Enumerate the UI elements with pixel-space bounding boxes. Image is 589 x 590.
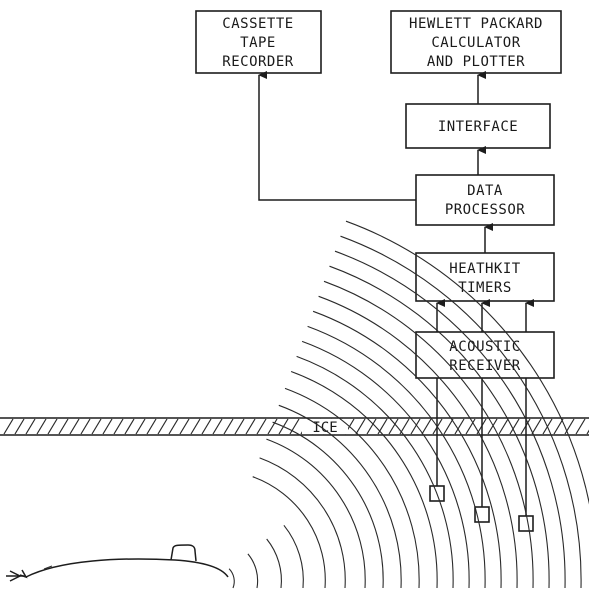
ice-hatch-line: [202, 419, 211, 434]
acoustic-wavefronts: [229, 221, 589, 588]
ice-hatch-line: [565, 419, 574, 434]
interface-label: INTERFACE: [438, 119, 518, 135]
wavefront-arc: [291, 372, 437, 589]
wavefront-arc: [266, 439, 365, 588]
acoustic-receiver-block: ACOUSTIC RECEIVER: [416, 332, 554, 378]
heathkit-timers-block: HEATHKIT TIMERS: [416, 253, 554, 301]
ice-hatch-line: [180, 419, 189, 434]
ice-hatch-line: [499, 419, 508, 434]
ice-hatch-line: [411, 419, 420, 434]
data-processor-block: DATA PROCESSOR: [416, 175, 554, 225]
ice-layer: ICE: [0, 418, 589, 436]
ice-hatch-line: [59, 419, 68, 434]
ice-hatch-line: [147, 419, 156, 434]
submarine-icon: [6, 545, 228, 581]
cassette-label-line-2: TAPE: [240, 35, 276, 51]
cassette-label-line-1: CASSETTE: [222, 16, 293, 32]
ice-hatch-line: [576, 419, 585, 434]
ice-hatch-line: [213, 419, 222, 434]
processor-label-line-2: PROCESSOR: [445, 202, 525, 218]
ice-hatch-line: [444, 419, 453, 434]
ice-hatch-line: [554, 419, 563, 434]
ice-hatch-line: [169, 419, 178, 434]
ice-hatch-line: [235, 419, 244, 434]
cassette-tape-recorder-block: CASSETTE TAPE RECORDER: [196, 11, 321, 73]
timers-label-line-2: TIMERS: [458, 280, 512, 296]
ice-hatch-line: [26, 419, 35, 434]
hp-label-line-3: AND PLOTTER: [427, 54, 525, 70]
wavefront-arc: [229, 569, 234, 588]
ice-hatch-line: [488, 419, 497, 434]
ice-hatch-line: [268, 419, 277, 434]
calculator-plotter-block: HEWLETT PACKARD CALCULATOR AND PLOTTER: [391, 11, 561, 73]
wavefront-arc: [267, 539, 282, 588]
receiver-label-line-2: RECEIVER: [449, 358, 521, 374]
cassette-label-line-3: RECORDER: [222, 54, 294, 70]
ice-hatch-line: [15, 419, 24, 434]
arrow-processor-to-cassette: [259, 75, 416, 200]
hydrophone-array: [430, 378, 533, 531]
ice-label: ICE: [312, 420, 337, 436]
ice-hatch-line: [257, 419, 266, 434]
ice-hatch-line: [367, 419, 376, 434]
wavefront-arc: [273, 422, 384, 588]
ice-hatch-line: [136, 419, 145, 434]
interface-block: INTERFACE: [406, 104, 550, 148]
ice-hatch-line: [224, 419, 233, 434]
ice-hatch-line: [466, 419, 475, 434]
wavefront-arc: [284, 525, 303, 588]
ice-hatching: [4, 419, 589, 434]
wavefront-arc: [330, 266, 550, 588]
ice-hatch-line: [191, 419, 200, 434]
ice-hatch-line: [92, 419, 101, 434]
ice-hatch-line: [103, 419, 112, 434]
hydrophone-3: [519, 516, 533, 531]
ice-hatch-line: [4, 419, 13, 434]
ice-hatch-line: [37, 419, 46, 434]
ice-hatch-line: [81, 419, 90, 434]
ice-hatch-line: [246, 419, 255, 434]
ice-hatch-line: [70, 419, 79, 434]
timers-label-line-1: HEATHKIT: [449, 261, 521, 277]
ice-hatch-line: [356, 419, 365, 434]
ice-hatch-line: [422, 419, 431, 434]
ice-hatch-line: [158, 419, 167, 434]
hp-label-line-1: HEWLETT PACKARD: [409, 16, 543, 32]
ice-hatch-line: [48, 419, 57, 434]
wavefront-arc: [248, 554, 258, 588]
ice-hatch-line: [114, 419, 123, 434]
ice-hatch-line: [378, 419, 387, 434]
processor-label-line-1: DATA: [467, 183, 503, 199]
ice-hatch-line: [125, 419, 134, 434]
hp-label-line-2: CALCULATOR: [431, 35, 520, 51]
ice-hatch-line: [532, 419, 541, 434]
